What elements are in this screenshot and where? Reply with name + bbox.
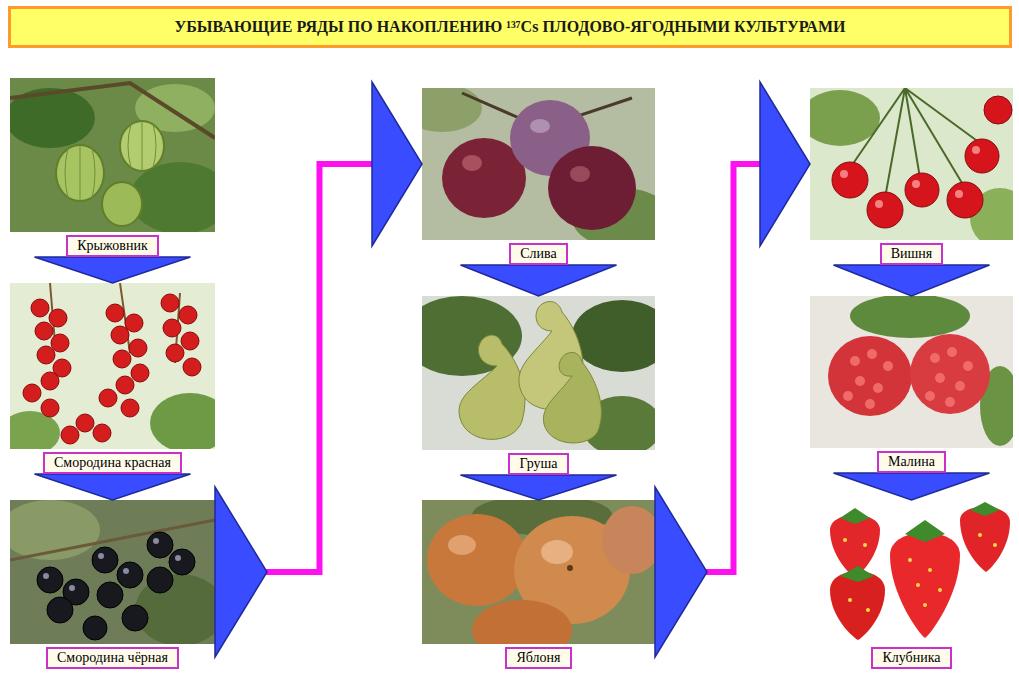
fruit-node: Яблоня <box>422 500 655 669</box>
fruit-node: Малина <box>810 296 1013 473</box>
fruit-label: Груша <box>508 453 568 475</box>
fruit-node: Смородина красная <box>10 283 215 474</box>
flow-arrow <box>655 82 810 657</box>
fruit-label: Яблоня <box>505 647 571 669</box>
fruit-label: Слива <box>509 243 567 265</box>
arrow-head <box>461 265 617 296</box>
fruit-node: Груша <box>422 296 655 475</box>
arrow-tail <box>655 487 707 657</box>
cherry-photo <box>810 88 1013 240</box>
raspberry-photo <box>810 296 1013 448</box>
title-band: УБЫВАЮЩИЕ РЯДЫ ПО НАКОПЛЕНИЮ ¹³⁷Cs ПЛОДО… <box>8 6 1012 48</box>
fruit-label: Вишня <box>880 243 944 265</box>
arrow-head <box>461 475 617 500</box>
fruit-node: Клубника <box>810 500 1013 669</box>
fruit-label: Клубника <box>871 647 951 669</box>
black-currant-photo <box>10 500 215 644</box>
arrow-tail <box>215 487 267 657</box>
fruit-label: Крыжовник <box>66 235 158 257</box>
flow-arrow <box>461 265 617 296</box>
apple-photo <box>422 500 655 644</box>
fruit-node: Вишня <box>810 88 1013 265</box>
plum-photo <box>422 88 655 240</box>
gooseberry-photo <box>10 78 215 232</box>
fruit-node: Смородина чёрная <box>10 500 215 669</box>
flow-arrow <box>461 475 617 500</box>
red-currant-photo <box>10 283 215 449</box>
fruit-node: Крыжовник <box>10 78 215 257</box>
arrow-head <box>372 82 422 246</box>
flow-arrow <box>35 257 191 283</box>
arrow-head <box>35 257 191 283</box>
fruit-label: Смородина чёрная <box>46 647 179 669</box>
arrow-head <box>35 474 191 500</box>
strawberry-photo <box>810 500 1013 644</box>
fruit-label: Малина <box>877 451 946 473</box>
flow-arrow <box>35 474 191 500</box>
arrow-head <box>760 82 810 246</box>
title: УБЫВАЮЩИЕ РЯДЫ ПО НАКОПЛЕНИЮ ¹³⁷Cs ПЛОДО… <box>175 18 846 36</box>
pear-photo <box>422 296 655 450</box>
connector-line <box>705 164 762 572</box>
arrow-head <box>834 473 990 500</box>
connector-line <box>265 164 374 572</box>
flow-arrow <box>834 473 990 500</box>
fruit-label: Смородина красная <box>43 452 182 474</box>
fruit-node: Слива <box>422 88 655 265</box>
flow-arrow <box>215 82 422 657</box>
arrow-head <box>834 265 990 296</box>
flow-arrow <box>834 265 990 296</box>
